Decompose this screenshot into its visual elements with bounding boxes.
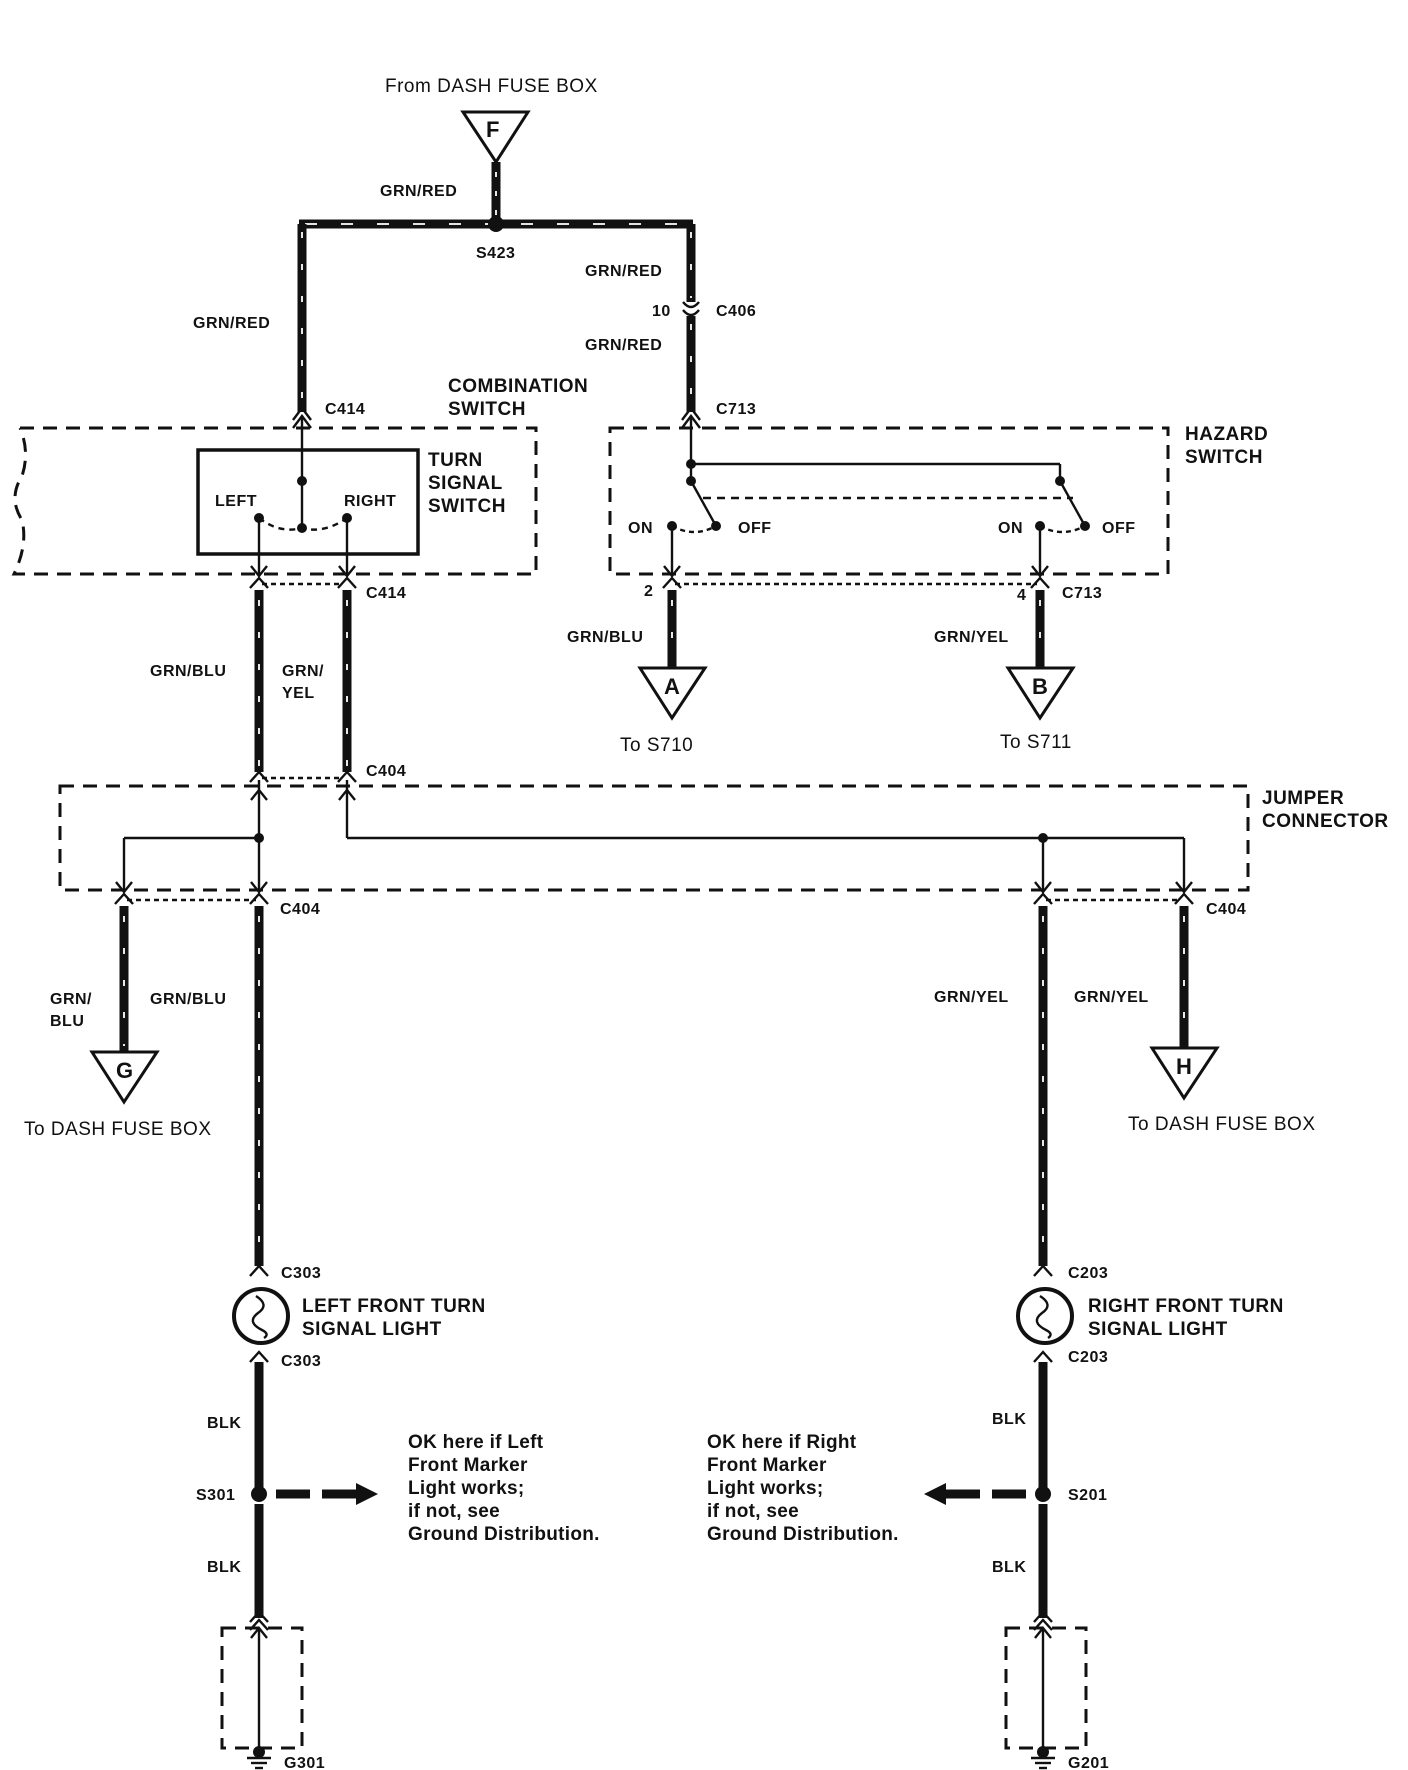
splice-s301-label: S301 (196, 1487, 235, 1504)
right-front-turn-signal-bulb (1016, 1287, 1074, 1345)
source-f-triangle (460, 110, 531, 165)
combination-switch-box (11, 426, 538, 576)
connector-c713-pin-2: 2 (644, 583, 653, 600)
turn-signal-switch-label-3: SWITCH (428, 496, 506, 517)
ground-g201-box (1004, 1626, 1088, 1750)
ground-g301-label: G301 (284, 1755, 325, 1770)
wire-label-blk-right-2: BLK (992, 1559, 1026, 1576)
hazard-off-label-2: OFF (1102, 520, 1136, 537)
ground-g201-label: G201 (1068, 1755, 1109, 1770)
connector-c404-bottom-left-label: C404 (280, 901, 320, 918)
connector-c713-bottom-label: C713 (1062, 585, 1102, 602)
wire-label-grn-yel-h: GRN/YEL (1074, 989, 1149, 1006)
connector-c414-bottom-label: C414 (366, 585, 406, 602)
connector-c406-symbol (682, 301, 700, 317)
from-dash-fuse-box-label: From DASH FUSE BOX (385, 76, 598, 97)
wire-label-grn-slash-upper: GRN/ (282, 663, 324, 680)
wire-label-grn-yel-right: GRN/YEL (934, 989, 1009, 1006)
source-a-letter: A (664, 674, 680, 699)
source-f-letter: F (486, 117, 499, 142)
splice-s201 (1035, 1486, 1051, 1502)
splice-s423-label: S423 (476, 245, 515, 262)
wire-label-grn-red-right-2: GRN/RED (585, 337, 662, 354)
left-light-label-1: LEFT FRONT TURN (302, 1296, 486, 1317)
source-b-letter: B (1032, 674, 1048, 699)
connector-c203-bottom-label: C203 (1068, 1349, 1108, 1366)
left-front-turn-signal-bulb (232, 1287, 290, 1345)
combination-switch-label-1: COMBINATION (448, 376, 588, 397)
connector-c406-pin: 10 (652, 303, 671, 320)
splice-s301 (251, 1486, 267, 1502)
source-h-triangle (1149, 1046, 1220, 1101)
hazard-switch-label-1: HAZARD (1185, 424, 1268, 445)
hazard-switch-box (608, 426, 1170, 576)
splice-s201-label: S201 (1068, 1487, 1107, 1504)
source-g-triangle (89, 1050, 160, 1105)
to-dash-fuse-box-g: To DASH FUSE BOX (24, 1119, 212, 1140)
turn-signal-switch-label-1: TURN (428, 450, 483, 471)
right-note-line-2: Front Marker (707, 1455, 827, 1476)
wire-label-grn-red-right-1: GRN/RED (585, 263, 662, 280)
wire-label-grn-blu-left: GRN/BLU (150, 991, 226, 1008)
to-dash-fuse-box-h: To DASH FUSE BOX (1128, 1114, 1316, 1135)
left-note-line-5: Ground Distribution. (408, 1524, 600, 1545)
left-note-line-1: OK here if Left (408, 1432, 544, 1453)
left-note-line-4: if not, see (408, 1501, 500, 1522)
source-b-triangle (1005, 666, 1076, 721)
right-note-line-3: Light works; (707, 1478, 824, 1499)
connector-c404-top-label: C404 (366, 763, 406, 780)
hazard-switch-label-2: SWITCH (1185, 447, 1263, 468)
source-g-letter: G (116, 1058, 133, 1083)
wire-label-grn-blu-upper: GRN/BLU (150, 663, 226, 680)
wire-label-grn-red-top: GRN/RED (380, 183, 457, 200)
turn-signal-right-label: RIGHT (344, 493, 396, 510)
wire-label-yel-upper: YEL (282, 685, 315, 702)
ground-g301-box (220, 1626, 304, 1750)
right-light-label-2: SIGNAL LIGHT (1088, 1319, 1228, 1340)
connector-c713-pin-4: 4 (1017, 587, 1026, 604)
left-light-label-2: SIGNAL LIGHT (302, 1319, 442, 1340)
right-note-line-5: Ground Distribution. (707, 1524, 899, 1545)
hazard-on-label-1: ON (628, 520, 653, 537)
to-s711-label: To S711 (1000, 732, 1072, 753)
source-a-triangle (637, 666, 708, 721)
splice-s423 (488, 216, 504, 232)
wire-label-grn-red-left: GRN/RED (193, 315, 270, 332)
wire-label-blu-g: BLU (50, 1013, 84, 1030)
turn-signal-left-label: LEFT (215, 493, 257, 510)
jumper-connector-label-2: CONNECTOR (1262, 811, 1389, 832)
connector-c303-top-label: C303 (281, 1265, 321, 1282)
connector-c404-bottom-right-label: C404 (1206, 901, 1246, 918)
connector-c713-top-label: C713 (716, 401, 756, 418)
source-h-letter: H (1176, 1054, 1192, 1079)
turn-signal-switch-label-2: SIGNAL (428, 473, 503, 494)
right-note-line-1: OK here if Right (707, 1432, 857, 1453)
right-note-line-4: if not, see (707, 1501, 799, 1522)
connector-c414-top-label: C414 (325, 401, 365, 418)
to-s710-label: To S710 (620, 735, 693, 756)
wire-label-grn-blu-a: GRN/BLU (567, 629, 643, 646)
wire-label-grn-slash-g: GRN/ (50, 991, 92, 1008)
wire-label-blk-left-1: BLK (207, 1415, 241, 1432)
connector-c203-top-label: C203 (1068, 1265, 1108, 1282)
jumper-connector-label-1: JUMPER (1262, 788, 1344, 809)
turn-signal-switch-box (196, 448, 420, 556)
combination-switch-label-2: SWITCH (448, 399, 526, 420)
left-note-line-2: Front Marker (408, 1455, 528, 1476)
left-note-line-3: Light works; (408, 1478, 525, 1499)
jumper-connector-box (58, 784, 1250, 892)
hazard-off-label-1: OFF (738, 520, 772, 537)
hazard-on-label-2: ON (998, 520, 1023, 537)
connector-c303-bottom-label: C303 (281, 1353, 321, 1370)
wire-label-grn-yel-b: GRN/YEL (934, 629, 1009, 646)
wire-label-blk-left-2: BLK (207, 1559, 241, 1576)
right-light-label-1: RIGHT FRONT TURN (1088, 1296, 1284, 1317)
connector-c406-label: C406 (716, 303, 756, 320)
wire-label-blk-right-1: BLK (992, 1411, 1026, 1428)
